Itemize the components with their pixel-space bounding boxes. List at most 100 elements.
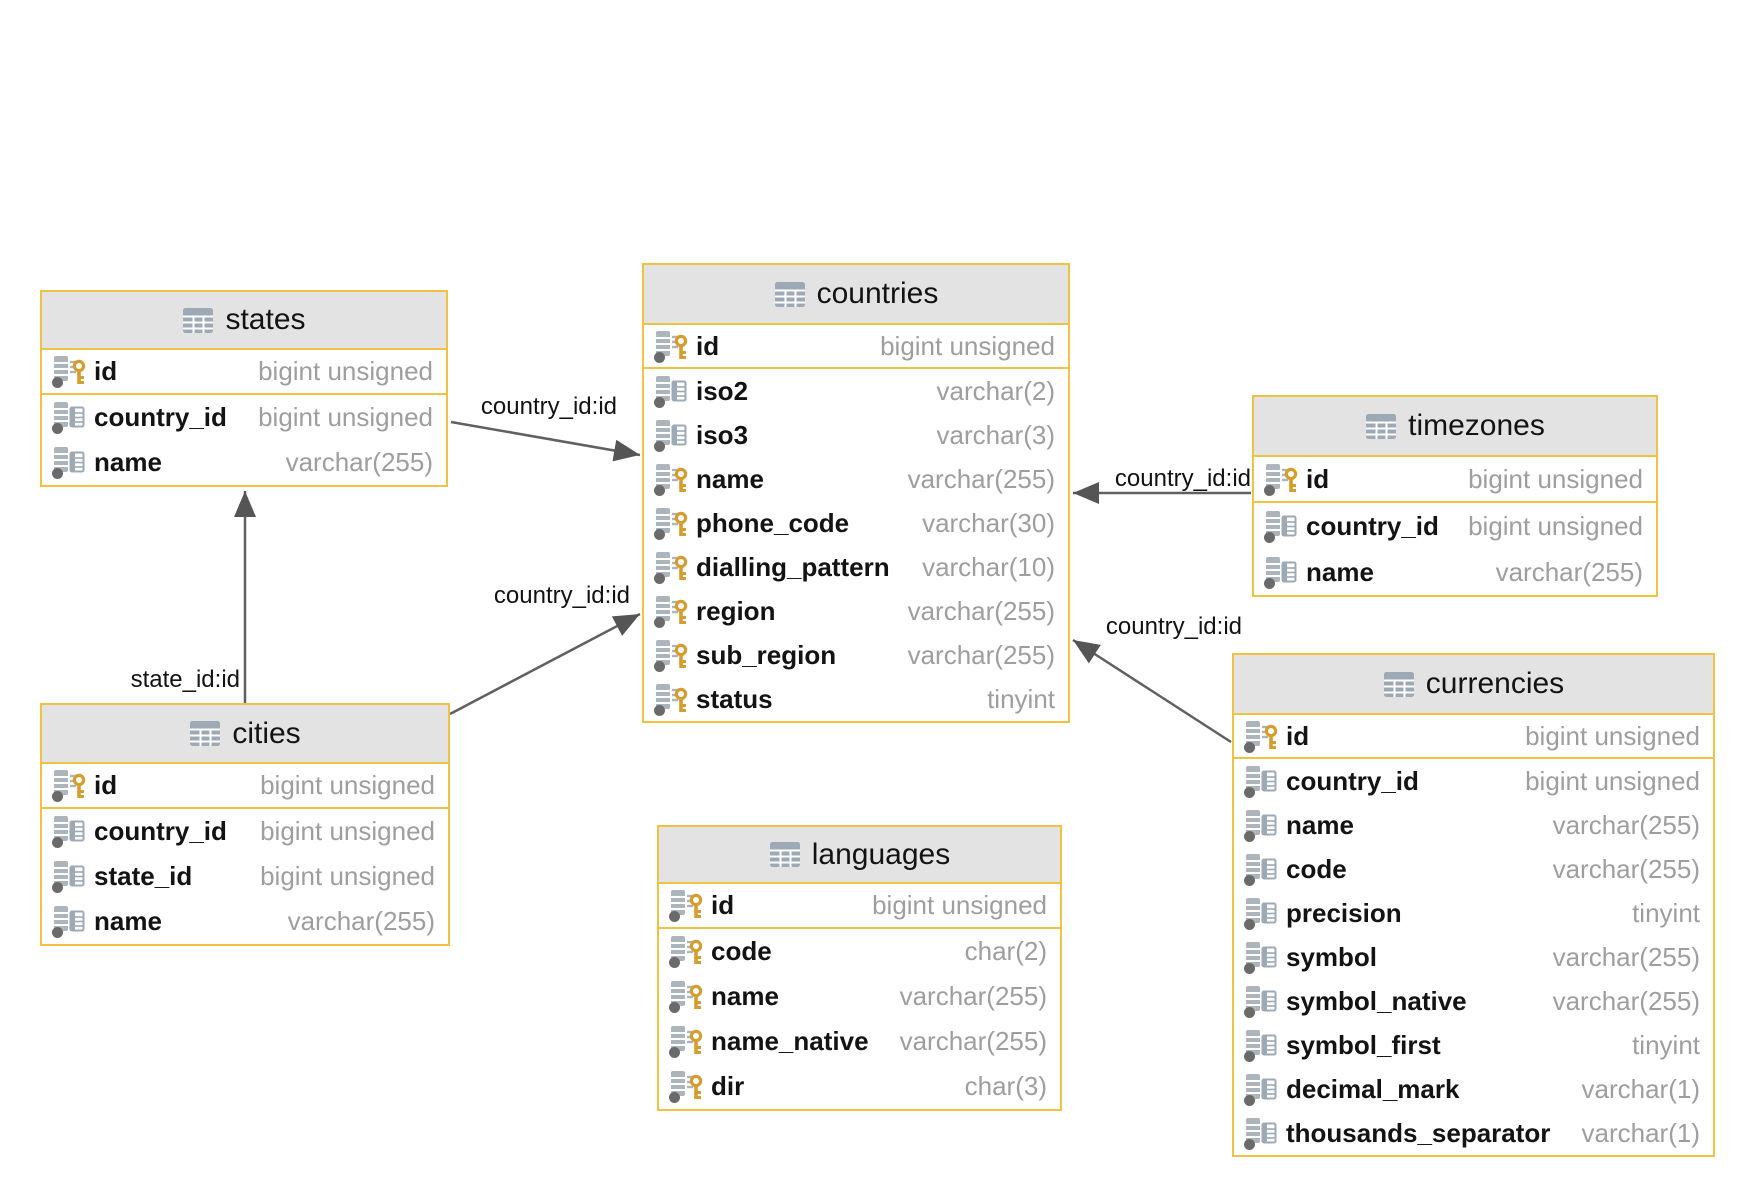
column-name: country_id xyxy=(1306,510,1439,541)
relation-arrow-currencies.country_id-to-countries.id[interactable] xyxy=(1072,638,1232,744)
key-icon xyxy=(653,595,688,628)
table-grid-icon xyxy=(182,307,214,334)
column-type: varchar(2) xyxy=(936,375,1055,406)
column-row-currencies-thousands_separator[interactable]: thousands_separator varchar(1) xyxy=(1234,1111,1713,1155)
column-name: symbol_first xyxy=(1286,1029,1441,1060)
key-icon xyxy=(668,935,703,968)
table-header-timezones[interactable]: timezones xyxy=(1254,397,1656,457)
column-type: varchar(1) xyxy=(1581,1117,1700,1148)
key-icon xyxy=(51,355,86,388)
column-type: varchar(255) xyxy=(1552,853,1700,884)
column-name: state_id xyxy=(94,861,193,891)
column-type: bigint unsigned xyxy=(1468,510,1643,541)
table-grid-icon xyxy=(1383,671,1415,698)
column-name: status xyxy=(696,683,773,714)
column-type: tinyint xyxy=(1632,1029,1700,1060)
key-icon xyxy=(653,330,688,363)
column-name: name xyxy=(1306,556,1374,587)
relation-label: country_id:id xyxy=(1115,465,1251,492)
column-icon xyxy=(1243,897,1278,930)
table-title: countries xyxy=(816,277,939,310)
table-title: states xyxy=(225,303,306,336)
column-icon xyxy=(1243,765,1278,798)
column-type: bigint unsigned xyxy=(880,330,1055,361)
column-row-countries-status[interactable]: status tinyint xyxy=(644,677,1068,721)
key-icon xyxy=(1263,463,1298,496)
relation-label: country_id:id xyxy=(494,582,630,609)
relation-arrow-states.country_id-to-countries.id[interactable] xyxy=(450,420,641,462)
column-type: tinyint xyxy=(987,683,1055,714)
key-icon xyxy=(668,889,703,922)
column-name: name xyxy=(94,447,162,477)
relation-arrow-cities.country_id-to-countries.id[interactable] xyxy=(449,612,641,716)
column-row-timezones-country_id[interactable]: country_id bigint unsigned xyxy=(1254,503,1656,549)
column-icon xyxy=(1243,809,1278,842)
table-title: languages xyxy=(811,837,951,871)
column-type: varchar(255) xyxy=(907,595,1055,626)
table-title: currencies xyxy=(1425,667,1565,700)
column-name: thousands_separator xyxy=(1286,1117,1551,1148)
table-header-currencies[interactable]: currencies xyxy=(1234,655,1713,715)
column-type: bigint unsigned xyxy=(1468,463,1643,494)
column-name: name_native xyxy=(711,1026,869,1056)
key-icon xyxy=(653,683,688,716)
column-icon xyxy=(653,375,688,408)
column-type: bigint unsigned xyxy=(258,402,433,432)
table-header-languages[interactable]: languages xyxy=(659,827,1060,884)
column-type: varchar(255) xyxy=(907,639,1055,670)
key-icon xyxy=(653,463,688,496)
column-icon xyxy=(1243,1029,1278,1062)
column-type: bigint unsigned xyxy=(1525,720,1700,751)
table-header-states[interactable]: states xyxy=(42,292,446,350)
column-icon xyxy=(51,860,86,893)
column-row-currencies-symbol_first[interactable]: symbol_first tinyint xyxy=(1234,1023,1713,1067)
column-type: varchar(255) xyxy=(899,981,1047,1011)
table-header-cities[interactable]: cities xyxy=(42,705,448,764)
column-type: bigint unsigned xyxy=(1525,765,1700,796)
column-icon xyxy=(1243,1117,1278,1150)
column-type: varchar(255) xyxy=(907,463,1055,494)
table-header-countries[interactable]: countries xyxy=(644,265,1068,325)
column-icon xyxy=(1243,853,1278,886)
column-name: dir xyxy=(711,1071,745,1101)
column-name: name xyxy=(711,981,779,1011)
column-row-languages-name[interactable]: name varchar(255) xyxy=(659,974,1060,1019)
column-name: iso3 xyxy=(696,419,749,450)
